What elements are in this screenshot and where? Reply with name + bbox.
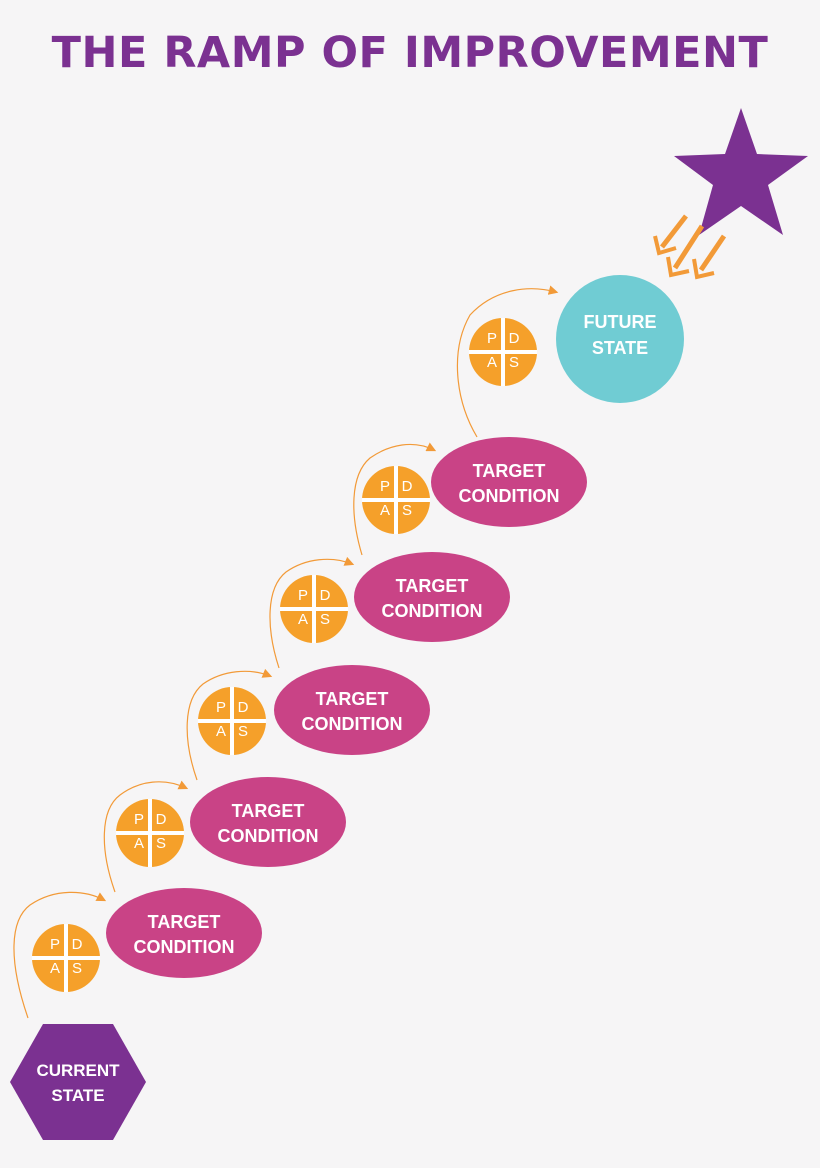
pdsa-a-label: A xyxy=(216,723,226,740)
pdsa-p-label: P xyxy=(216,699,226,716)
target-condition-ellipse xyxy=(354,552,510,642)
target-condition-label-line2: CONDITION xyxy=(382,601,483,621)
target-condition-label-line2: CONDITION xyxy=(218,826,319,846)
connector-arc xyxy=(103,780,189,893)
pdsa-a-label: A xyxy=(298,611,308,628)
future-state: FUTURE STATE xyxy=(556,275,684,403)
connector-arc xyxy=(186,668,273,781)
pdsa-s-label: S xyxy=(320,611,330,628)
star-icon xyxy=(674,108,808,235)
pdsa-d-label: D xyxy=(509,330,520,347)
connector-arc xyxy=(269,556,355,669)
target-condition: TARGET CONDITION xyxy=(274,665,430,755)
target-condition-ellipse xyxy=(431,437,587,527)
future-state-circle xyxy=(556,275,684,403)
connector-arc xyxy=(353,442,437,556)
pdsa-p-label: P xyxy=(134,811,144,828)
target-condition-label-line1: TARGET xyxy=(232,801,305,821)
connector-arc xyxy=(456,285,559,438)
target-condition-ellipse xyxy=(274,665,430,755)
pdsa-s-label: S xyxy=(238,723,248,740)
pdsa-a-label: A xyxy=(50,960,60,977)
pdsa-p-label: P xyxy=(50,936,60,953)
target-conditions: TARGET CONDITION TARGET CONDITION TARGET COND… xyxy=(106,437,587,978)
pdsa-p-label: P xyxy=(380,478,390,495)
connector-arc xyxy=(13,891,107,1019)
pdsa-a-label: A xyxy=(134,835,144,852)
pdsa-d-label: D xyxy=(320,587,331,604)
target-condition-label-line1: TARGET xyxy=(148,912,221,932)
pdsa-d-label: D xyxy=(402,478,413,495)
connector-arcs xyxy=(13,285,559,1019)
target-condition-ellipse xyxy=(106,888,262,978)
current-state-label-line2: STATE xyxy=(51,1086,104,1105)
pdsa-p-label: P xyxy=(487,330,497,347)
target-condition-label-line2: CONDITION xyxy=(459,486,560,506)
current-state-label-line1: CURRENT xyxy=(36,1061,120,1080)
arrow-icons xyxy=(653,214,727,280)
pdsa-s-label: S xyxy=(402,502,412,519)
pdsa-p-label: P xyxy=(298,587,308,604)
target-condition-label-line2: CONDITION xyxy=(302,714,403,734)
target-condition: TARGET CONDITION xyxy=(354,552,510,642)
pdsa-a-label: A xyxy=(487,354,497,371)
current-state: CURRENT STATE xyxy=(10,1024,146,1140)
arrow-icon xyxy=(692,234,727,280)
pdsa-d-label: D xyxy=(72,936,83,953)
future-state-label-line2: STATE xyxy=(592,338,648,358)
target-condition-label-line2: CONDITION xyxy=(134,937,235,957)
target-condition: TARGET CONDITION xyxy=(431,437,587,527)
pdsa-s-label: S xyxy=(72,960,82,977)
target-condition-label-line1: TARGET xyxy=(396,576,469,596)
target-condition-ellipse xyxy=(190,777,346,867)
target-condition-label-line1: TARGET xyxy=(316,689,389,709)
target-condition: TARGET CONDITION xyxy=(106,888,262,978)
pdsa-d-label: D xyxy=(238,699,249,716)
pdsa-d-label: D xyxy=(156,811,167,828)
page-title: THE RAMP OF IMPROVEMENT xyxy=(51,28,769,78)
pdsa-s-label: S xyxy=(156,835,166,852)
arrow-icon xyxy=(653,214,688,256)
future-state-label-line1: FUTURE xyxy=(584,312,657,332)
target-condition: TARGET CONDITION xyxy=(190,777,346,867)
target-condition-label-line1: TARGET xyxy=(473,461,546,481)
current-state-hexagon xyxy=(10,1024,146,1140)
arrow-icon xyxy=(666,224,705,278)
pdsa-a-label: A xyxy=(380,502,390,519)
pdsa-s-label: S xyxy=(509,354,519,371)
